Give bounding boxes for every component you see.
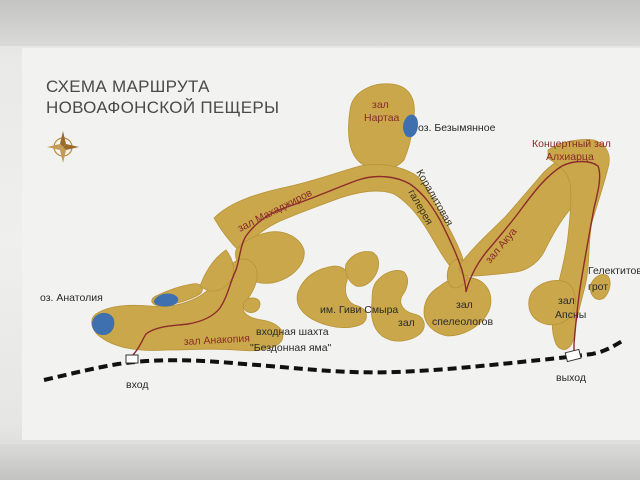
lakes: [91, 114, 418, 336]
wall-top: [0, 0, 640, 46]
cave-upper-west: [199, 249, 234, 292]
cave-areas: [91, 83, 611, 352]
tour-route: [131, 160, 601, 357]
cave-branch-center: [345, 251, 380, 287]
label-exit: выход: [556, 372, 586, 384]
cave-anakopia: [91, 258, 284, 352]
label-givi-1: им. Гиви Смыра: [320, 304, 398, 316]
cave-shaft: [242, 297, 261, 313]
label-anakopia: зал Анакопия: [184, 333, 251, 348]
cave-givi-smyr: [296, 265, 367, 328]
label-entrance: вход: [126, 379, 148, 391]
label-gelektit-1: Гелектитовый: [588, 265, 640, 277]
label-shaft-1: входная шахта: [256, 326, 329, 338]
label-speleologists-2: спелеологов: [432, 316, 494, 328]
label-givi-2: зал: [398, 317, 415, 329]
cave-apsny: [528, 280, 576, 326]
label-nartaa-2: Нартаа: [364, 112, 400, 124]
wall-bottom: [0, 444, 640, 480]
cave-branch-tail: [370, 270, 425, 342]
cave-gelektit: [589, 274, 611, 300]
label-concert-hall-2: Алхиарца: [546, 151, 594, 163]
label-apsny-1: зал: [558, 295, 575, 307]
label-lake-bezymyannoe: оз. Безымянное: [418, 122, 496, 134]
lake-bezymyannoe: [403, 114, 418, 138]
lake-west-arm: [153, 293, 179, 307]
entrance-marker: [125, 354, 139, 364]
cave-nartaa: [348, 83, 415, 170]
label-apsny-2: Апсны: [555, 309, 586, 321]
label-gelektit-2: грот: [588, 281, 608, 293]
label-lake-anatolia: оз. Анатолия: [40, 292, 103, 304]
label-concert-hall-1: Концертный зал: [532, 138, 611, 150]
lake-anatolia: [91, 312, 115, 336]
exit-marker: [564, 348, 582, 363]
label-nartaa-1: зал: [372, 99, 389, 111]
map-title-line2: НОВОАФОНСКОЙ ПЕЩЕРЫ: [46, 98, 279, 117]
map-title-line1: СХЕМА МАРШРУТА: [46, 77, 210, 96]
label-shaft-2: "Бездонная яма": [250, 342, 332, 354]
cave-speleologists: [423, 276, 492, 337]
label-speleologists-1: зал: [456, 299, 473, 311]
compass-rose-icon: [47, 131, 79, 163]
